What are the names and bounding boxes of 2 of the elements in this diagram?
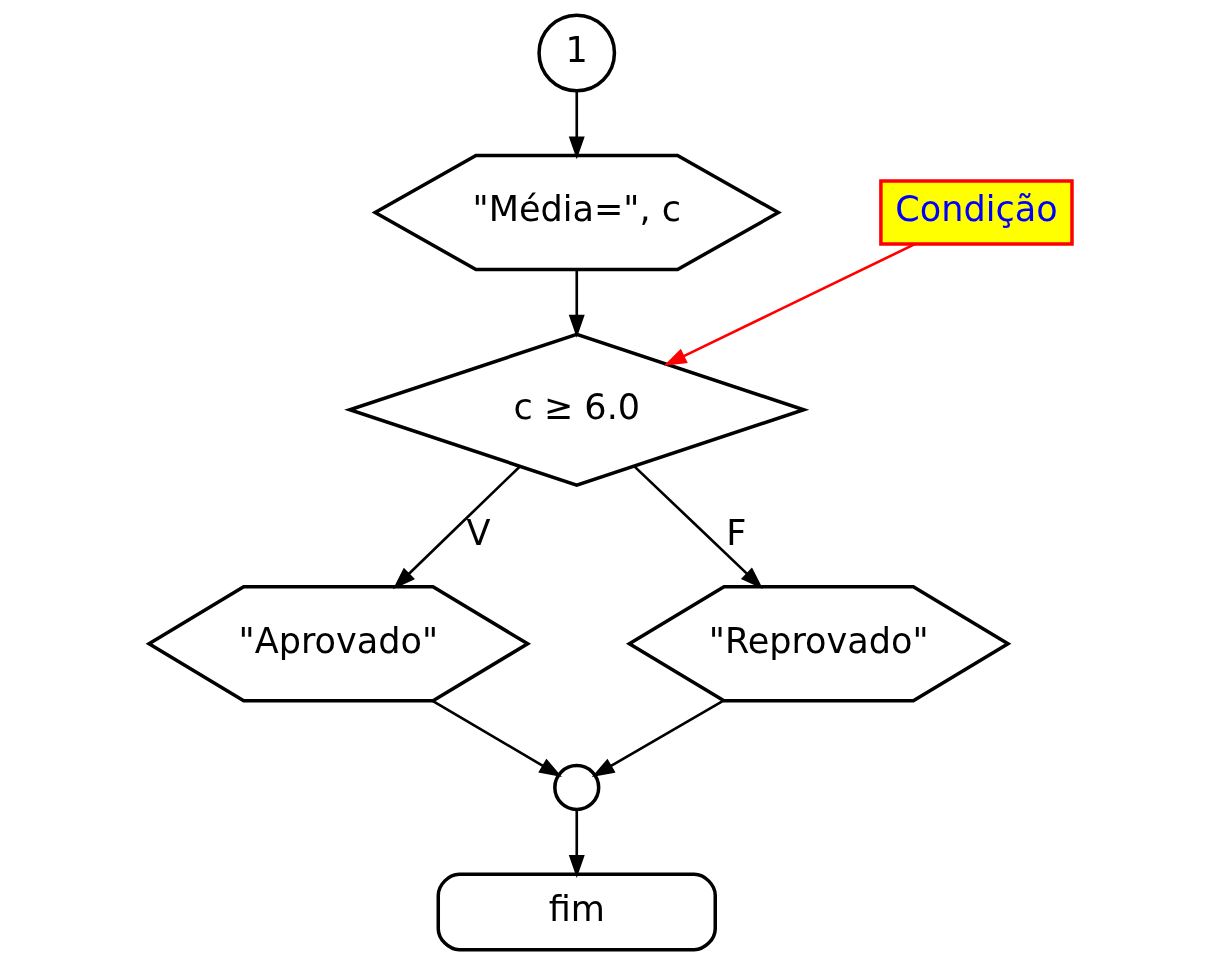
edge-label: F [726,511,747,553]
edge-label: V [466,511,491,553]
